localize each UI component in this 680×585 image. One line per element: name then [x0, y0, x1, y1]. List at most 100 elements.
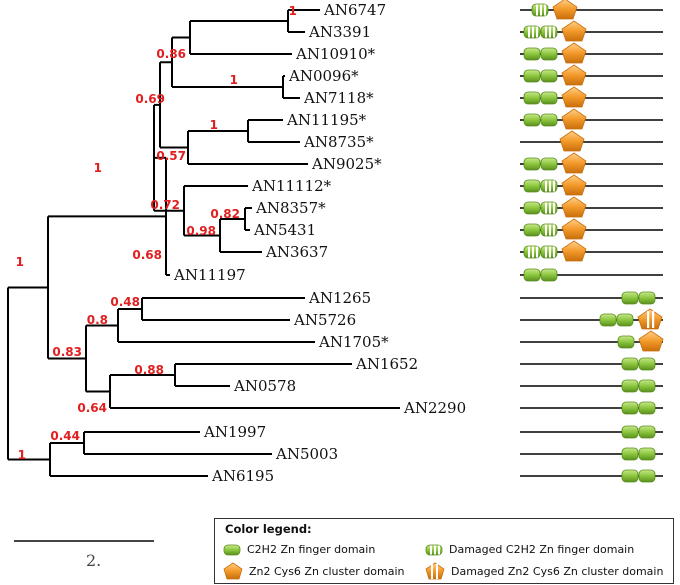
- c2h2-domain: [621, 357, 639, 371]
- damaged-zn2cys6-domain: [637, 308, 663, 330]
- leaf-label: AN6747: [323, 1, 386, 19]
- c2h2-domain: [523, 47, 541, 61]
- leaf-label: AN5431: [253, 221, 316, 239]
- c2h2-domain: [540, 91, 558, 105]
- zn2cys6-domain: [561, 174, 587, 196]
- leaf-label: AN5003: [275, 445, 338, 463]
- domain-architecture-row: [520, 174, 663, 196]
- damaged-c2h2-domain: [523, 25, 541, 39]
- domain-architecture-row: [520, 469, 663, 483]
- legend-label-zn2cys6: Zn2 Cys6 Zn cluster domain: [249, 564, 405, 578]
- support-value: 0.86: [156, 47, 186, 61]
- c2h2-domain: [540, 268, 558, 282]
- leaf-label: AN1652: [355, 355, 418, 373]
- zn2cys6-domain: [561, 108, 587, 130]
- damaged-zn2cys6-domain-icon: [425, 562, 445, 580]
- support-value: 0.68: [132, 248, 162, 262]
- leaf-label: AN0578: [233, 377, 296, 395]
- c2h2-domain: [540, 69, 558, 83]
- damaged-c2h2-domain: [540, 25, 558, 39]
- legend-item-c2h2: C2H2 Zn finger domain: [223, 543, 375, 556]
- domain-architecture-row: [520, 447, 663, 461]
- domain-architecture-row: [520, 401, 663, 415]
- damaged-c2h2-domain: [540, 245, 558, 259]
- legend-label-damaged-zn2cys6: Damaged Zn2 Cys6 Zn cluster domain: [451, 564, 664, 578]
- c2h2-domain: [523, 201, 541, 215]
- domain-architecture-row: [520, 379, 663, 393]
- c2h2-domain: [638, 357, 656, 371]
- zn2cys6-domain: [561, 20, 587, 42]
- c2h2-domain: [638, 401, 656, 415]
- support-value: 1: [18, 448, 26, 462]
- leaf-label: AN9025*: [311, 155, 382, 173]
- domain-architecture-row: [520, 268, 663, 282]
- domain-architecture-row: [520, 64, 663, 86]
- legend-label-c2h2: C2H2 Zn finger domain: [247, 543, 376, 556]
- zn2cys6-domain: [638, 330, 664, 352]
- support-value: 0.57: [156, 149, 186, 163]
- leaf-label: AN1265: [308, 289, 371, 307]
- leaf-label: AN0096*: [288, 67, 359, 85]
- legend-label-damaged-c2h2: Damaged C2H2 Zn finger domain: [449, 543, 635, 556]
- support-value: 0.8: [87, 313, 108, 327]
- c2h2-domain: [638, 379, 656, 393]
- leaf-label: AN11197: [173, 266, 246, 284]
- domain-architecture-row: [520, 152, 663, 174]
- legend-item-damaged-zn2cys6: Damaged Zn2 Cys6 Zn cluster domain: [425, 562, 663, 580]
- zn2cys6-domain: [561, 86, 587, 108]
- scale-bar: [14, 540, 154, 542]
- support-value: 1: [289, 4, 297, 18]
- damaged-c2h2-domain: [540, 179, 558, 193]
- c2h2-domain: [523, 268, 541, 282]
- c2h2-domain: [540, 113, 558, 127]
- domain-architecture-row: [520, 0, 663, 20]
- support-value: 1: [210, 118, 218, 132]
- domain-architecture-row: [520, 20, 663, 42]
- c2h2-domain: [523, 179, 541, 193]
- support-value: 0.88: [134, 363, 164, 377]
- legend-title: Color legend:: [225, 522, 312, 536]
- support-value: 1: [230, 73, 238, 87]
- leaf-label: AN6195: [211, 467, 274, 485]
- legend-item-zn2cys6: Zn2 Cys6 Zn cluster domain: [223, 562, 405, 580]
- leaf-label: AN3637: [265, 243, 328, 261]
- support-value: 0.64: [77, 401, 107, 415]
- c2h2-domain: [638, 447, 656, 461]
- leaf-label: AN2290: [403, 399, 466, 417]
- c2h2-domain: [523, 223, 541, 237]
- c2h2-domain: [638, 425, 656, 439]
- support-value: 0.44: [50, 429, 80, 443]
- zn2cys6-domain-icon: [223, 562, 243, 580]
- domain-architecture-row: [520, 425, 663, 439]
- c2h2-domain: [638, 291, 656, 305]
- leaf-label: AN8357*: [255, 199, 326, 217]
- c2h2-domain: [616, 313, 634, 327]
- domain-architecture-row: [520, 130, 663, 152]
- zn2cys6-domain: [552, 0, 578, 20]
- leaf-label: AN1997: [203, 423, 266, 441]
- leaf-label: AN8735*: [303, 133, 374, 151]
- zn2cys6-domain: [561, 64, 587, 86]
- domain-architecture-row: [520, 240, 663, 262]
- support-value: 0.69: [135, 92, 165, 106]
- c2h2-domain: [621, 425, 639, 439]
- support-value: 0.98: [186, 224, 216, 238]
- support-value: 0.82: [210, 207, 240, 221]
- scale-bar-label: 2.: [86, 551, 102, 570]
- c2h2-domain: [523, 69, 541, 83]
- damaged-c2h2-domain: [540, 201, 558, 215]
- zn2cys6-domain: [561, 218, 587, 240]
- support-value: 0.48: [110, 295, 140, 309]
- leaf-label: AN5726: [293, 311, 356, 329]
- support-value: 1: [16, 255, 24, 269]
- damaged-c2h2-domain-icon: [425, 544, 443, 555]
- zn2cys6-domain: [559, 130, 585, 152]
- c2h2-domain: [523, 91, 541, 105]
- support-value: 0.72: [150, 198, 180, 212]
- domain-architecture-row: [520, 196, 663, 218]
- c2h2-domain: [599, 313, 617, 327]
- leaf-label: AN7118*: [303, 89, 374, 107]
- damaged-c2h2-domain: [531, 3, 549, 17]
- c2h2-domain: [621, 447, 639, 461]
